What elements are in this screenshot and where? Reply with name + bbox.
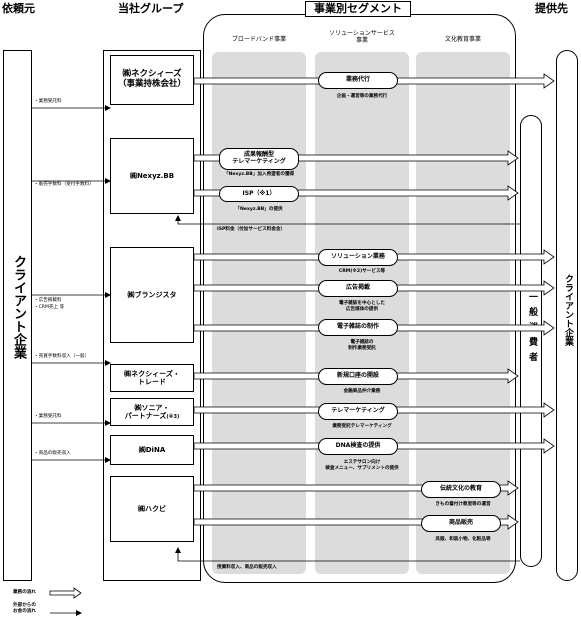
service-ad: 広告掲載 bbox=[318, 280, 398, 297]
service-account-caption: 金融商品仲介業務 bbox=[343, 389, 381, 394]
segment-culture-label: 文化教育事業 bbox=[444, 36, 481, 43]
service-gyomu: 業務代行 bbox=[318, 72, 398, 89]
client-origin-label: クライアント企業 bbox=[11, 255, 26, 359]
client-origin-box bbox=[3, 50, 32, 581]
header-client-origin: 依頼元 bbox=[2, 2, 35, 15]
company-trade: ㈱ネクシィーズ・ トレード bbox=[110, 364, 194, 392]
header-provided-to: 提供先 bbox=[535, 2, 568, 15]
service-dna-caption-line1: エステサロン向け bbox=[343, 460, 381, 465]
segment-solution-label-line1: ソリューションサービス bbox=[329, 30, 395, 37]
service-solution-caption: CRM(※2)サービス等 bbox=[338, 269, 386, 274]
service-tradition-caption: きもの着付け教室等の運営 bbox=[435, 502, 491, 507]
company-sonia-note: (※3) bbox=[166, 414, 180, 420]
service-products-caption: 呉服、和装小物、化粧品等 bbox=[435, 537, 491, 542]
company-sonia-line2: パートナーズ bbox=[124, 412, 167, 420]
service-ad-caption: 電子雑誌を中心とした 広告媒体の提供 bbox=[313, 301, 411, 312]
legend-money-line2: お金の流れ bbox=[13, 609, 36, 615]
left-flow-label-6: ・業務受託料 bbox=[34, 414, 62, 419]
flow-arrow-products bbox=[193, 514, 519, 530]
group-frame bbox=[103, 50, 201, 581]
service-tele1-caption: 「Nexyz.BB」加入希望者の獲得 bbox=[223, 172, 295, 177]
segment-broadband-label: ブロードバンド事業 bbox=[231, 36, 287, 43]
service-tele1-line1: 成果報酬型 bbox=[243, 151, 274, 159]
company-brangista: ㈱ブランジスタ bbox=[110, 247, 194, 343]
service-emag: 電子雑誌の制作 bbox=[318, 319, 398, 336]
service-ad-caption-line2: 広告媒体の提供 bbox=[345, 306, 379, 312]
service-ad-caption-line1: 電子雑誌を中心とした bbox=[339, 301, 385, 306]
legend-business-flow-label: 業務の流れ bbox=[13, 590, 36, 595]
hakubi-revenue-label: 授業料収入、商品の販売収入 bbox=[217, 565, 277, 570]
company-nexyz-line1: ㈱ネクシィーズ bbox=[122, 69, 182, 80]
header-segments: 事業別セグメント bbox=[305, 1, 411, 18]
company-sonia-line2-wrap: パートナーズ(※3) bbox=[125, 412, 180, 420]
service-solution: ソリューション業務 bbox=[318, 249, 398, 266]
service-isp-caption: 「Nexyz.BB」の提供 bbox=[235, 207, 283, 212]
segment-solution-label: ソリューションサービス事業 bbox=[313, 30, 411, 45]
legend-business-arrow bbox=[49, 587, 82, 599]
company-trade-line1: ㈱ネクシィーズ・ bbox=[124, 369, 180, 378]
service-dna-caption-line2: 検査メニュー、サプリメントの提供 bbox=[325, 465, 399, 471]
service-isp: ISP（※1） bbox=[219, 186, 299, 202]
company-hakubi: ㈱ハクビ bbox=[110, 476, 194, 542]
service-gyomu-caption: 企画・運営等の業務代行 bbox=[336, 94, 388, 99]
company-trade-line2: トレード bbox=[138, 378, 166, 386]
company-dina: ㈱DiNA bbox=[110, 435, 194, 465]
service-emag-caption-line1: 電子雑誌の bbox=[350, 340, 374, 345]
legend-money-flow-label: 外部からの お金の流れ bbox=[13, 603, 36, 616]
service-tradition: 伝統文化の教育 bbox=[421, 481, 501, 498]
isp-fee-label: ISP料金（付加サービス料金含） bbox=[217, 227, 286, 232]
service-account: 新規口座の開設 bbox=[318, 368, 398, 385]
left-flow-label-4: ・CRM売上 等 bbox=[34, 305, 65, 310]
left-flow-label-5: ・売買手数料収入（一般） bbox=[34, 354, 90, 359]
left-flow-label-1: ・業務受託料 bbox=[34, 99, 62, 104]
company-sonia-line1: ㈱ソニア・ bbox=[134, 403, 170, 412]
company-sonia: ㈱ソニア・ パートナーズ(※3) bbox=[110, 398, 194, 426]
service-emag-caption-line2: 制作業務受託 bbox=[348, 345, 376, 351]
service-tele2-caption: 業務受託テレマーケティング bbox=[332, 424, 392, 429]
service-tele2: テレマーケティング bbox=[318, 403, 398, 420]
client-dest-label: クライアント企業 bbox=[563, 274, 573, 346]
service-tele1: 成果報酬型 テレマーケティング bbox=[219, 148, 299, 170]
consumer-box bbox=[520, 115, 542, 567]
client-dest-box bbox=[556, 50, 578, 581]
left-flow-label-2: ・販売手数料（受付手数料） bbox=[34, 182, 94, 187]
service-tele1-line2: テレマーケティング bbox=[232, 158, 286, 165]
service-dna: DNA検査の提供 bbox=[318, 438, 398, 455]
company-nexyzbb: ㈱Nexyz.BB bbox=[110, 138, 194, 214]
service-products: 商品販売 bbox=[421, 515, 501, 532]
company-nexyz-line2: （事業持株会社） bbox=[117, 79, 186, 89]
header-group: 当社グループ bbox=[118, 2, 184, 15]
service-dna-caption: エステサロン向け 検査メニュー、サプリメントの提供 bbox=[305, 460, 419, 471]
left-flow-label-3: ・広告掲載料 bbox=[34, 298, 62, 303]
flow-arrow-tradition bbox=[193, 480, 519, 496]
service-emag-caption: 電子雑誌の 制作業務受託 bbox=[313, 340, 411, 351]
legend-money-line1: 外部からの bbox=[13, 603, 36, 608]
segment-solution-label-line2: 事業 bbox=[355, 36, 368, 44]
company-nexyz: ㈱ネクシィーズ （事業持株会社） bbox=[110, 55, 194, 105]
left-flow-label-7: ・商品の販売収入 bbox=[34, 451, 71, 456]
